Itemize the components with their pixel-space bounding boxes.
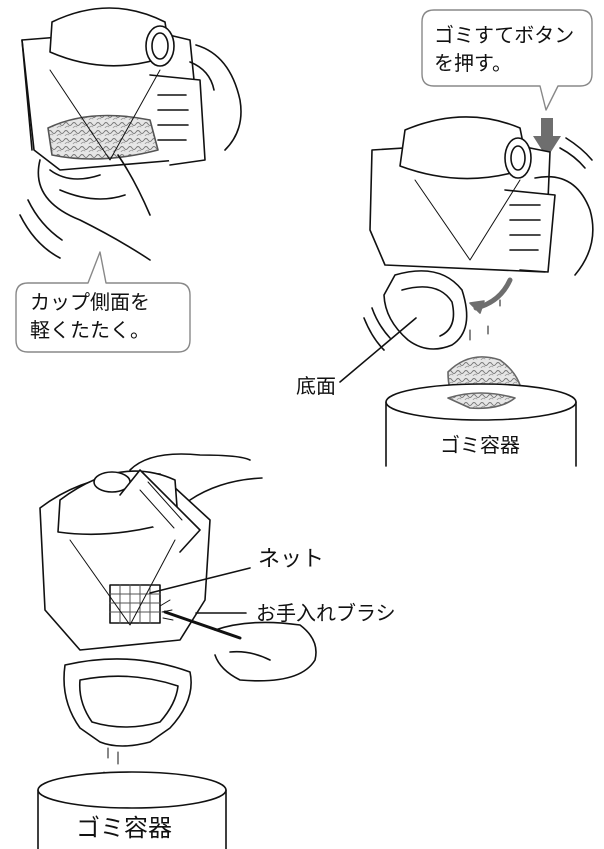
callout-press-button-line2: を押す。 [434,51,512,75]
cup-handle [149,74,206,166]
left-hand-icon [37,159,151,261]
callout-press-button-line1: ゴミすてボタン [434,23,574,47]
label-net: ネット [258,547,324,572]
callout-tap-side-line2: 軽くたたく。 [30,318,150,342]
step2-illustration [363,116,594,418]
dust-pile [47,114,159,160]
step1-illustration [19,7,242,261]
label-brush: お手入れブラシ [256,601,396,625]
hand-icon [129,453,251,471]
bottom-leader-line [339,317,417,383]
filter-net [109,584,161,624]
cup-handle [504,189,556,273]
brush-icon [163,610,242,640]
bottom-lid-open [383,270,468,350]
callout-tap-side-line1: カップ側面を [30,290,150,314]
step3-illustration [39,453,317,779]
bin-top-label: ゴミ容器 [440,433,520,457]
press-arrow-icon [533,118,561,158]
trash-bin-bottom [37,771,227,849]
net-leader-line [149,567,251,594]
label-bottom: 底面 [296,374,336,398]
bin-bottom-label: ゴミ容器 [76,814,172,842]
right-hand-icon [195,44,242,151]
callout-press-button [421,9,593,111]
trash-bin-top [385,383,577,467]
brush-hand-icon [214,621,317,682]
callout-tap-side [15,251,191,353]
hand-icon [534,176,594,276]
